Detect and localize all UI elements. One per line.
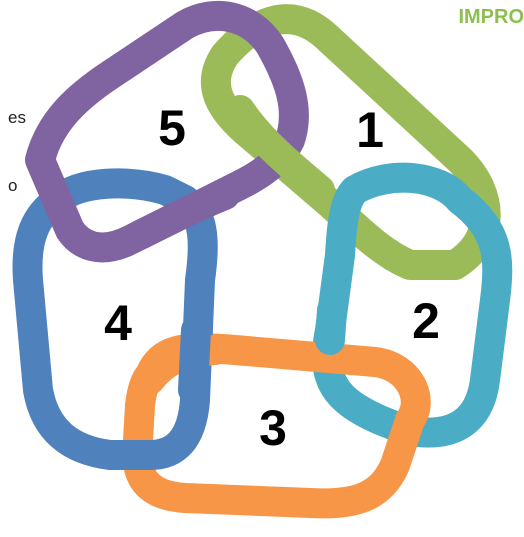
link-1-overpass [225,95,335,205]
link-2-overpass [315,295,347,355]
link-4-number: 4 [104,295,132,351]
link-5-overpass [125,180,240,250]
side-text-line-2: o [8,176,18,195]
side-text-line-1: es [8,108,26,127]
link-4-ring [12,168,218,470]
heading-text: IMPRO [458,6,524,28]
link-2-ring [312,162,513,448]
link-1-number: 1 [356,102,384,158]
link-3-number: 3 [259,400,287,456]
link-4-overpass [178,315,211,405]
link-5-number: 5 [158,100,186,156]
link-2-number: 2 [412,293,440,349]
